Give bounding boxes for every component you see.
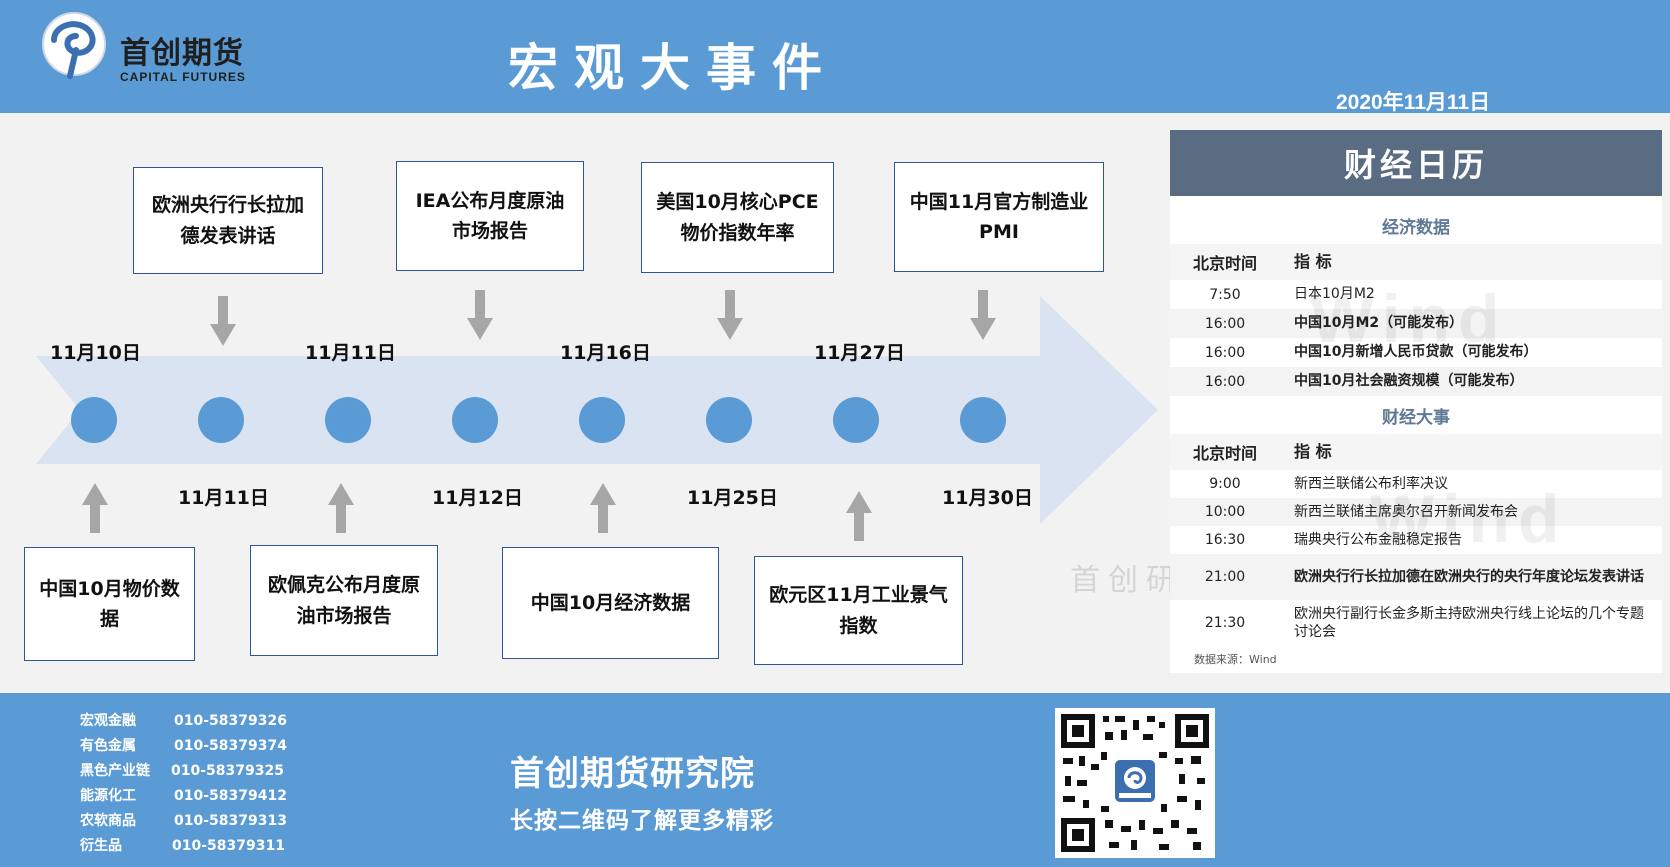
contact-dept: 黑色产业链 [80,763,150,779]
row-indicator: 新西兰联储公布利率决议 [1294,475,1448,492]
contact-line: 宏观金融 010-58379326 [80,710,287,730]
timeline-date-top-4: 11月27日 [814,342,905,364]
row-time: 16:00 [1204,315,1246,332]
timeline-date-top-3: 11月16日 [560,342,651,364]
watermark-text: 首创研 [1070,563,1184,598]
row-time: 9:00 [1209,476,1241,492]
row-indicator: 欧洲央行行长拉加德在欧洲央行的央行年度论坛发表讲话 [1294,568,1644,585]
timeline-node-2 [198,397,244,443]
timeline-node-1 [71,397,117,443]
row-indicator: 中国10月M2（可能发布） [1294,315,1464,332]
calendar-title: 财经日历 [1170,130,1662,196]
row-indicator: 日本10月M2 [1294,286,1375,303]
contact-phone: 010-58379311 [172,838,285,854]
row-time: 16:30 [1204,532,1246,548]
contact-phone: 010-58379374 [174,738,287,754]
contact-line: 黑色产业链 010-58379325 [80,760,284,780]
timeline-node-7 [833,397,879,443]
row-time: 7:50 [1209,286,1241,303]
calendar-section-events-title: 财经大事 [1170,396,1662,434]
row-time: 16:00 [1204,373,1246,390]
row-indicator: 欧洲央行副行长金多斯主持欧洲央行线上论坛的几个专题讨论会 [1294,605,1644,640]
brand-name-en: CAPITAL FUTURES [120,70,246,84]
contact-phone: 010-58379326 [174,713,287,729]
calendar-events-column-header: 北京时间 指 标 [1170,434,1662,470]
timeline-date-top-2: 11月11日 [305,342,396,364]
calendar-row: 16:00 中国10月新增人民币贷款（可能发布） [1170,338,1662,367]
page-title: 宏观大事件 [508,39,838,97]
contact-dept: 有色金属 [80,738,136,754]
calendar-row: 16:00 中国10月M2（可能发布） [1170,309,1662,338]
event-box-top-2: IEA公布月度原油市场报告 [396,161,584,271]
row-indicator: 瑞典央行公布金融稳定报告 [1294,531,1462,548]
calendar-row: 16:30 瑞典央行公布金融稳定报告 [1170,526,1662,554]
calendar-row: 21:00 欧洲央行行长拉加德在欧洲央行的央行年度论坛发表讲话 [1170,554,1662,600]
row-time: 21:30 [1204,615,1246,631]
timeline-node-3 [325,397,371,443]
data-source-note: 数据来源：Wind [1194,653,1277,666]
calendar-row: 10:00 新西兰联储主席奥尔召开新闻发布会 [1170,498,1662,526]
row-time: 21:00 [1204,569,1246,585]
event-box-bottom-1: 中国10月物价数据 [24,547,195,661]
timeline-date-bottom-4: 11月30日 [942,487,1033,509]
contact-line: 能源化工 010-58379412 [80,785,287,805]
brand-name-cn: 首创期货 [120,36,244,71]
report-date: 2020年11月11日 [1336,91,1491,114]
timeline-date-bottom-2: 11月12日 [432,487,523,509]
col-time-header: 北京时间 [1192,444,1257,463]
footer-banner: 宏观金融 010-58379326 有色金属 010-58379374 黑色产业链 0… [0,693,1670,867]
calendar-row: 21:30 欧洲央行副行长金多斯主持欧洲央行线上论坛的几个专题讨论会 [1170,600,1662,646]
finance-calendar-panel: Wind Wind 财经日历 经济数据 北京时间 指 标 7:50 日本10月M… [1170,130,1662,673]
footer-title: 首创期货研究院 [510,754,755,794]
calendar-row: 9:00 新西兰联储公布利率决议 [1170,470,1662,498]
col-indicator-header: 指 标 [1294,441,1332,461]
qr-code-icon[interactable] [1055,708,1215,858]
event-box-bottom-3: 中国10月经济数据 [502,547,719,659]
contact-line: 农软商品 010-58379313 [80,810,287,830]
capital-futures-logo-icon [42,12,106,79]
contact-dept: 农软商品 [80,813,136,829]
contact-dept: 能源化工 [80,788,136,804]
event-box-top-4: 中国11月官方制造业PMI [894,162,1104,272]
contact-line: 衍生品 010-58379311 [80,835,285,855]
contact-line: 有色金属 010-58379374 [80,735,287,755]
timeline-node-4 [452,397,498,443]
row-indicator: 中国10月新增人民币贷款（可能发布） [1294,344,1538,361]
header-banner: 首创期货 CAPITAL FUTURES 宏观大事件 2020年11月11日 [0,0,1670,114]
calendar-row: 16:00 中国10月社会融资规模（可能发布） [1170,367,1662,396]
timeline-date-bottom-3: 11月25日 [687,487,778,509]
contact-phone: 010-58379412 [174,788,287,804]
event-box-top-3: 美国10月核心PCE物价指数年率 [641,162,834,273]
row-time: 16:00 [1204,344,1246,361]
contact-phone: 010-58379313 [174,813,287,829]
wind-watermark: Wind [1310,281,1508,357]
pointer-arrows [82,290,996,541]
row-time: 10:00 [1204,504,1246,520]
row-indicator: 新西兰联储主席奥尔召开新闻发布会 [1294,503,1518,520]
event-box-top-1: 欧洲央行行长拉加德发表讲话 [133,167,323,274]
calendar-econ-column-header: 北京时间 指 标 [1170,244,1662,280]
contact-dept: 宏观金融 [80,713,136,729]
wind-watermark-2: Wind [1370,481,1568,557]
contact-dept: 衍生品 [80,838,122,854]
footer-subtitle: 长按二维码了解更多精彩 [510,808,774,834]
timeline-node-5 [579,397,625,443]
calendar-row: 7:50 日本10月M2 [1170,280,1662,309]
timeline-date-top-1: 11月10日 [50,342,141,364]
timeline-node-6 [706,397,752,443]
event-box-bottom-4: 欧元区11月工业景气指数 [754,556,963,665]
col-time-header: 北京时间 [1192,254,1257,273]
contact-phone: 010-58379325 [171,763,284,779]
timeline-node-8 [960,397,1006,443]
col-indicator-header: 指 标 [1294,251,1332,271]
row-indicator: 中国10月社会融资规模（可能发布） [1294,373,1524,390]
calendar-section-econ-title: 经济数据 [1170,206,1662,244]
timeline-date-bottom-1: 11月11日 [178,487,269,509]
event-box-bottom-2: 欧佩克公布月度原油市场报告 [250,545,438,656]
